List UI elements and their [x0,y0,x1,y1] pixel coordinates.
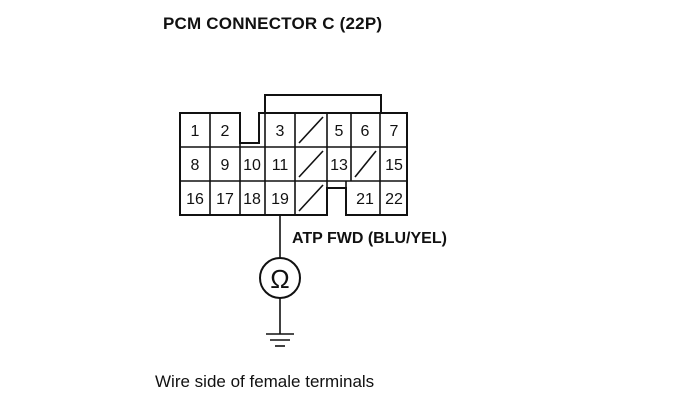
ground-icon [266,333,294,347]
diagram-title: PCM CONNECTOR C (22P) [163,14,383,33]
empty-cavity-14 [354,150,377,178]
terminal-18: 18 [243,191,261,208]
terminal-19: 19 [271,191,289,208]
ohmmeter-icon: Ω [259,257,301,299]
terminal-17: 17 [216,191,234,208]
terminal-7: 7 [390,123,399,140]
diagram-caption: Wire side of female terminals [155,372,375,391]
empty-cavity-20 [298,184,324,212]
connector-grid [180,113,407,215]
terminal-2: 2 [221,123,230,140]
empty-cavity-marks [298,116,377,212]
terminal-11: 11 [272,157,289,174]
terminal-13: 13 [330,157,348,174]
terminal-numbers: 1 2 3 5 6 7 8 9 10 11 13 15 16 17 18 19 … [186,123,403,208]
empty-cavity-12 [298,150,324,178]
terminal-1: 1 [191,123,200,140]
terminal-15: 15 [385,157,403,174]
terminal-8: 8 [191,157,200,174]
wire-label: ATP FWD (BLU/YEL) [292,230,447,247]
terminal-6: 6 [361,123,370,140]
ohm-symbol: Ω [270,264,289,294]
terminal-22: 22 [385,191,403,208]
empty-cavity-4 [298,116,324,144]
connector-lock-tab [264,94,382,113]
terminal-9: 9 [221,157,230,174]
terminal-21: 21 [356,191,374,208]
terminal-16: 16 [186,191,204,208]
terminal-5: 5 [335,123,344,140]
terminal-3: 3 [276,123,285,140]
terminal-10: 10 [243,157,261,174]
